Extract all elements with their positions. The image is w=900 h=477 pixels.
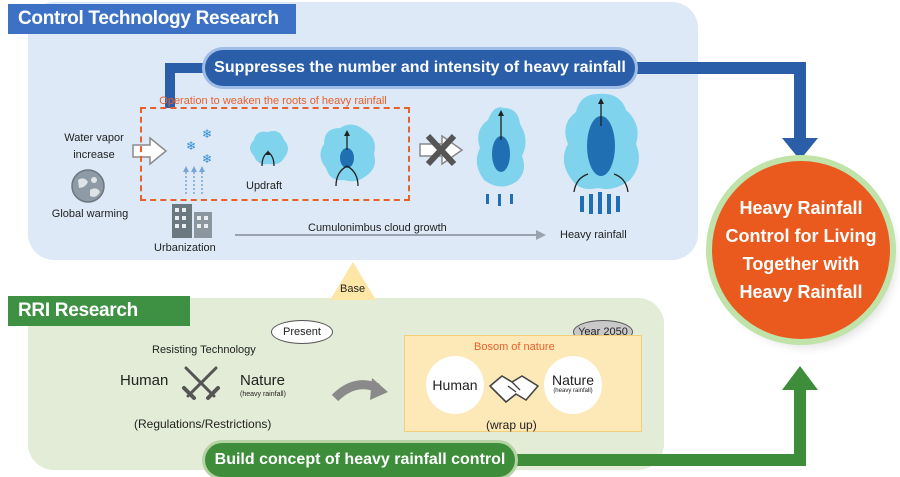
human-label-present: Human	[120, 372, 169, 389]
global-warming-label: Global warming	[51, 208, 129, 220]
nature-sub-future: (heavy rainfall)	[553, 388, 593, 394]
green-arrow-to-goal	[512, 388, 806, 466]
globe-icon	[71, 169, 105, 203]
nature-circle: Nature (heavy rainfall)	[544, 356, 602, 414]
control-technology-title: Control Technology Research	[8, 4, 296, 34]
goal-line-3: Together with	[742, 254, 860, 274]
goal-line-1: Heavy Rainfall	[739, 198, 863, 218]
goal-line-4: Heavy Rainfall	[739, 282, 863, 302]
regulations-label: (Regulations/Restrictions)	[134, 417, 272, 431]
resisting-label: Resisting Technology	[152, 344, 256, 356]
cumulonimbus-label: Cumulonimbus cloud growth	[308, 222, 447, 234]
vapor-arrows-icon	[183, 166, 205, 194]
updraft-cloud-icon	[250, 131, 288, 167]
building-icon	[172, 204, 212, 238]
growing-cloud-icon	[320, 124, 375, 187]
operation-box	[140, 107, 410, 201]
water-vapor-label: Water vapor	[64, 132, 124, 144]
snowflake-icon: ❄	[186, 139, 197, 153]
crossed-swords-icon	[182, 366, 220, 400]
increase-label: increase	[73, 149, 115, 161]
goal-circle: Heavy Rainfall Control for Living Togeth…	[712, 161, 890, 339]
updraft-label: Updraft	[246, 180, 283, 192]
blocked-arrow-icon	[419, 133, 464, 167]
blue-bracket-line	[165, 63, 208, 108]
wrap-up-label: (wrap up)	[486, 418, 537, 432]
nature-label-present: Nature	[240, 372, 286, 389]
water-vapor-arrow	[132, 136, 168, 166]
operation-label: Operation to weaken the roots of heavy r…	[159, 95, 387, 107]
present-badge: Present	[271, 320, 333, 344]
tall-cloud-icon	[476, 107, 526, 206]
heavy-rainfall-cloud-icon	[563, 93, 639, 214]
handshake-icon	[489, 375, 539, 403]
rri-title: RRI Research	[8, 296, 190, 326]
urbanization-label: Urbanization	[154, 242, 216, 254]
goal-line-2: Control for Living	[725, 226, 877, 246]
human-label-future: Human	[432, 377, 478, 393]
snowflake-icon: ❄	[202, 127, 213, 141]
heavy-rainfall-label: Heavy rainfall	[560, 229, 627, 241]
snowflake-icon: ❄	[202, 152, 213, 166]
bosom-label: Bosom of nature	[474, 341, 555, 353]
nature-sub-present: (heavy rainfall)	[240, 391, 286, 398]
human-circle: Human	[426, 356, 484, 414]
nature-label-future: Nature	[551, 372, 595, 388]
blue-arrow-to-goal	[636, 62, 806, 140]
build-concept-pill: Build concept of heavy rainfall control	[205, 443, 515, 477]
base-label: Base	[340, 283, 366, 295]
suppresses-pill: Suppresses the number and intensity of h…	[205, 50, 635, 86]
base-triangle	[330, 262, 376, 300]
